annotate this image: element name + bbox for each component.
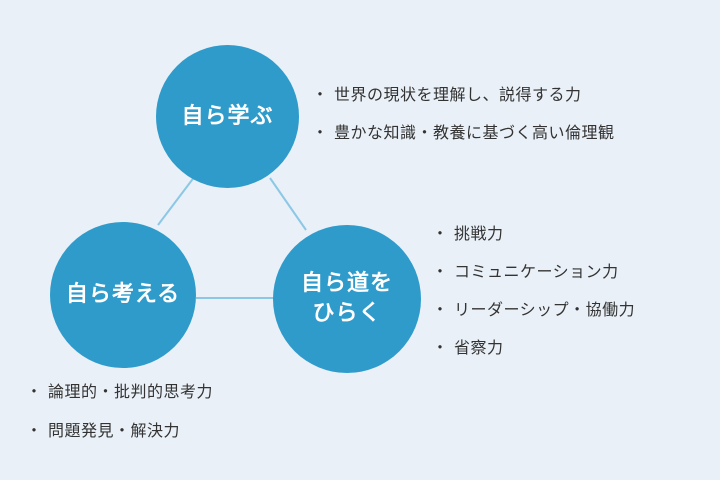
list-item: 問題発見・解決力 xyxy=(26,417,213,456)
connector-learn-think xyxy=(157,175,196,226)
list-item: リーダーシップ・協働力 xyxy=(432,296,635,334)
circle-think-independently: 自ら考える xyxy=(50,222,196,368)
bullet-list-path: 挑戦力 コミュニケーション力 リーダーシップ・協働力 省察力 xyxy=(432,220,635,372)
circle-open-own-path: 自ら道を ひらく xyxy=(273,225,421,373)
list-item: 論理的・批判的思考力 xyxy=(26,378,213,417)
bullet-list-learn: 世界の現状を理解し、説得する力 豊かな知識・教養に基づく高い倫理観 xyxy=(312,81,615,157)
circle-label: 自ら学ぶ xyxy=(181,103,274,129)
circle-label-line1: 自ら道を xyxy=(300,271,393,297)
connector-learn-path xyxy=(269,177,307,231)
list-item: 世界の現状を理解し、説得する力 xyxy=(312,81,615,119)
circle-label: 自ら考える xyxy=(65,282,181,308)
list-item: 挑戦力 xyxy=(432,220,635,258)
list-item: 省察力 xyxy=(432,334,635,372)
circle-learn-independently: 自ら学ぶ xyxy=(156,45,299,188)
list-item: 豊かな知識・教養に基づく高い倫理観 xyxy=(312,119,615,157)
list-item: コミュニケーション力 xyxy=(432,258,635,296)
circle-label-line2: ひらく xyxy=(312,301,382,326)
bullet-list-think: 論理的・批判的思考力 問題発見・解決力 xyxy=(26,378,213,456)
